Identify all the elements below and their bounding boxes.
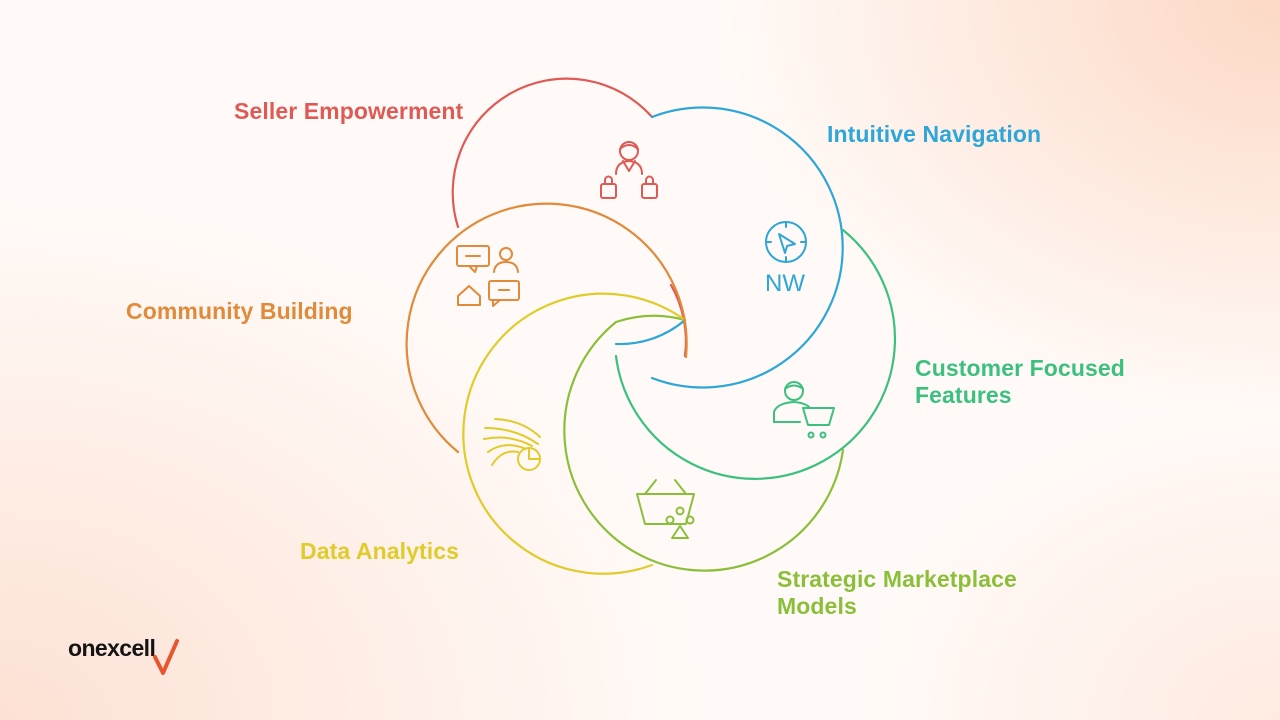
petal-navigation [614,106,844,389]
petal-community [405,202,688,454]
label-intuitive-navigation: Intuitive Navigation [827,121,1042,147]
label-data-analytics: Data Analytics [300,538,460,564]
logo-text: onexcell [68,635,156,661]
compass-icon [765,221,807,263]
label-customer-focused-features: Customer Focused Features [915,355,1125,408]
compass-text: NW [765,270,805,297]
petal-strategic [563,314,845,572]
petal-customer [614,228,897,480]
analytics-icon [483,418,541,471]
basket-icon [636,479,695,539]
label-strategic-marketplace-models: Strategic Marketplace Models [777,566,1017,619]
seller-shopping-icon [600,141,658,199]
label-seller-empowerment: Seller Empowerment [234,98,464,124]
community-icon [456,245,520,307]
onexcell-logo: onexcell [68,633,188,681]
customer-cart-icon [773,381,835,439]
checkmark-icon [153,639,179,675]
label-community-building: Community Building [126,298,353,324]
petal-data [462,292,687,575]
